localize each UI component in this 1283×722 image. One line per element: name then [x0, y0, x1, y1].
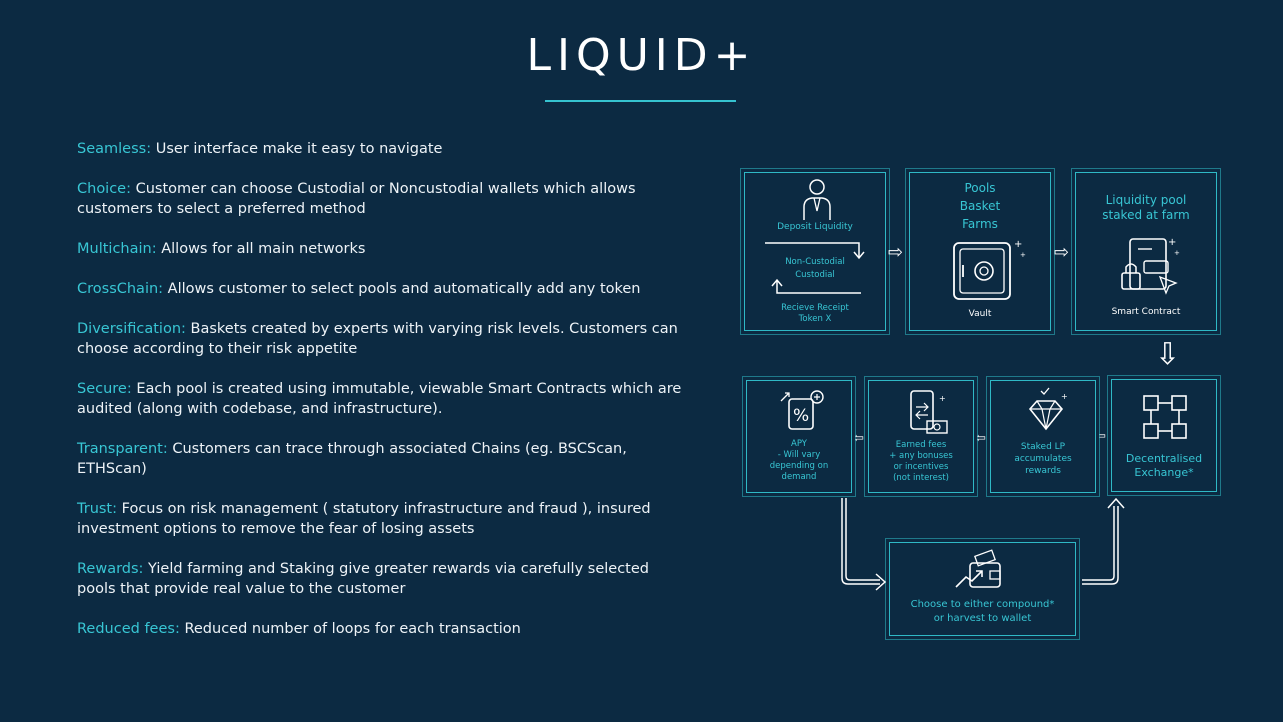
arrow-right-2: ⇨	[1054, 242, 1070, 263]
svg-text:+: +	[939, 394, 946, 403]
page-title: LIQUID+	[526, 30, 757, 81]
feature-item: Reduced fees: Reduced number of loops fo…	[77, 619, 687, 639]
staked-line2: staked at farm	[1102, 208, 1190, 222]
compound-line1: Choose to either compound*	[910, 599, 1055, 610]
vault-box: Pools Basket Farms + + Vault	[909, 172, 1051, 331]
deposit-option-custodial: Custodial	[795, 270, 835, 280]
swap-arrows-icon	[765, 242, 865, 294]
feature-item: Secure: Each pool is created using immut…	[77, 379, 687, 419]
feature-key: Diversification:	[77, 321, 186, 337]
basket-label: Basket	[959, 199, 1001, 213]
arrow-apy-to-compound	[841, 498, 887, 591]
title-underline	[545, 100, 736, 102]
deposit-title: Deposit Liquidity	[777, 222, 853, 232]
feature-text: Allows for all main networks	[156, 241, 366, 257]
feature-item: Choice: Customer can choose Custodial or…	[77, 179, 687, 219]
apy-line1: APY	[791, 439, 807, 449]
feature-text: Reduced number of loops for each transac…	[179, 621, 521, 637]
arrow-down-1: ⇩	[1155, 337, 1181, 372]
contract-lock-icon: + +	[1121, 237, 1180, 295]
feature-item: CrossChain: Allows customer to select po…	[77, 279, 687, 299]
staked-line1: Liquidity pool	[1105, 193, 1187, 207]
feature-key: Multichain:	[77, 241, 157, 257]
fees-line1: Earned fees	[895, 440, 947, 450]
feature-item: Trust: Focus on risk management ( statut…	[77, 499, 687, 539]
feature-text: Baskets created by experts with varying …	[77, 321, 678, 357]
feature-item: Seamless: User interface make it easy to…	[77, 139, 687, 159]
feature-list: Seamless: User interface make it easy to…	[77, 139, 687, 659]
apy-line4: demand	[781, 472, 817, 482]
feature-item: Diversification: Baskets created by expe…	[77, 319, 687, 359]
exchange-icon	[1143, 395, 1187, 439]
deposit-option-noncustodial: Non-Custodial	[785, 257, 845, 267]
stakedlp-line2: accumulates	[1014, 454, 1072, 464]
apy-line2: - Will vary	[777, 450, 821, 460]
smart-contract-caption: Smart Contract	[1111, 307, 1181, 317]
diamond-icon: +	[1028, 387, 1068, 431]
feature-text: Allows customer to select pools and auto…	[163, 281, 641, 297]
phone-money-icon: +	[910, 390, 948, 434]
vault-icon: + +	[953, 239, 1026, 300]
feature-key: Rewards:	[77, 561, 144, 577]
feature-item: Multichain: Allows for all main networks	[77, 239, 687, 259]
farms-label: Farms	[962, 217, 998, 231]
feature-text: Yield farming and Staking give greater r…	[77, 561, 649, 597]
svg-text:+: +	[1020, 251, 1026, 259]
fees-line2: + any bonuses	[889, 451, 953, 461]
earned-fees-box: + Earned fees + any bonuses or incentive…	[868, 380, 974, 493]
feature-key: Secure:	[77, 381, 132, 397]
percent-icon: %	[780, 390, 824, 430]
arrow-left-1: ⇦	[1095, 429, 1106, 444]
pools-label: Pools	[964, 181, 996, 195]
feature-key: Seamless:	[77, 141, 152, 157]
compound-box: Choose to either compound* or harvest to…	[889, 542, 1076, 636]
fees-line4: (not interest)	[893, 473, 949, 483]
feature-item: Transparent: Customers can trace through…	[77, 439, 687, 479]
svg-text:+: +	[1061, 392, 1068, 401]
stakedlp-line1: Staked LP	[1020, 442, 1066, 452]
arrow-right-1: ⇨	[888, 242, 904, 263]
feature-key: Transparent:	[77, 441, 168, 457]
wallet-growth-icon	[955, 549, 1001, 588]
feature-key: Choice:	[77, 181, 131, 197]
dex-line1: Decentralised	[1125, 452, 1203, 465]
arrow-left-3: ⇦	[853, 431, 864, 446]
staked-lp-box: + Staked LP accumulates rewards	[990, 380, 1096, 493]
dex-line2: Exchange*	[1134, 466, 1194, 479]
arrow-compound-to-dex	[1082, 497, 1125, 585]
svg-text:+: +	[1014, 239, 1022, 250]
feature-key: CrossChain:	[77, 281, 164, 297]
fees-line3: or incentives	[893, 462, 949, 472]
apy-box: % APY - Will vary depending on demand	[746, 380, 852, 493]
svg-text:+: +	[1168, 237, 1176, 248]
stakedlp-line3: rewards	[1025, 466, 1061, 476]
svg-text:%: %	[793, 406, 809, 426]
feature-text: Customer can choose Custodial or Noncust…	[77, 181, 636, 217]
vault-caption: Vault	[968, 309, 992, 319]
deposit-box: Deposit Liquidity Non-Custodial Custodia…	[744, 172, 886, 331]
person-icon	[803, 179, 831, 220]
feature-text: User interface make it easy to navigate	[151, 141, 443, 157]
feature-text: Focus on risk management ( statutory inf…	[77, 501, 651, 537]
deposit-receipt-line2: Token X	[798, 314, 832, 324]
deposit-receipt-line1: Recieve Receipt	[781, 303, 849, 313]
arrow-left-2: ⇦	[975, 431, 986, 446]
smart-contract-box: Liquidity pool staked at farm + + Smart …	[1075, 172, 1217, 331]
feature-key: Trust:	[77, 501, 118, 517]
svg-text:+: +	[1174, 249, 1180, 257]
dex-box: Decentralised Exchange*	[1111, 379, 1217, 492]
feature-key: Reduced fees:	[77, 621, 180, 637]
feature-text: Customers can trace through associated C…	[77, 441, 627, 477]
apy-line3: depending on	[769, 461, 829, 471]
feature-text: Each pool is created using immutable, vi…	[77, 381, 682, 417]
compound-line2: or harvest to wallet	[933, 613, 1032, 624]
feature-item: Rewards: Yield farming and Staking give …	[77, 559, 687, 599]
